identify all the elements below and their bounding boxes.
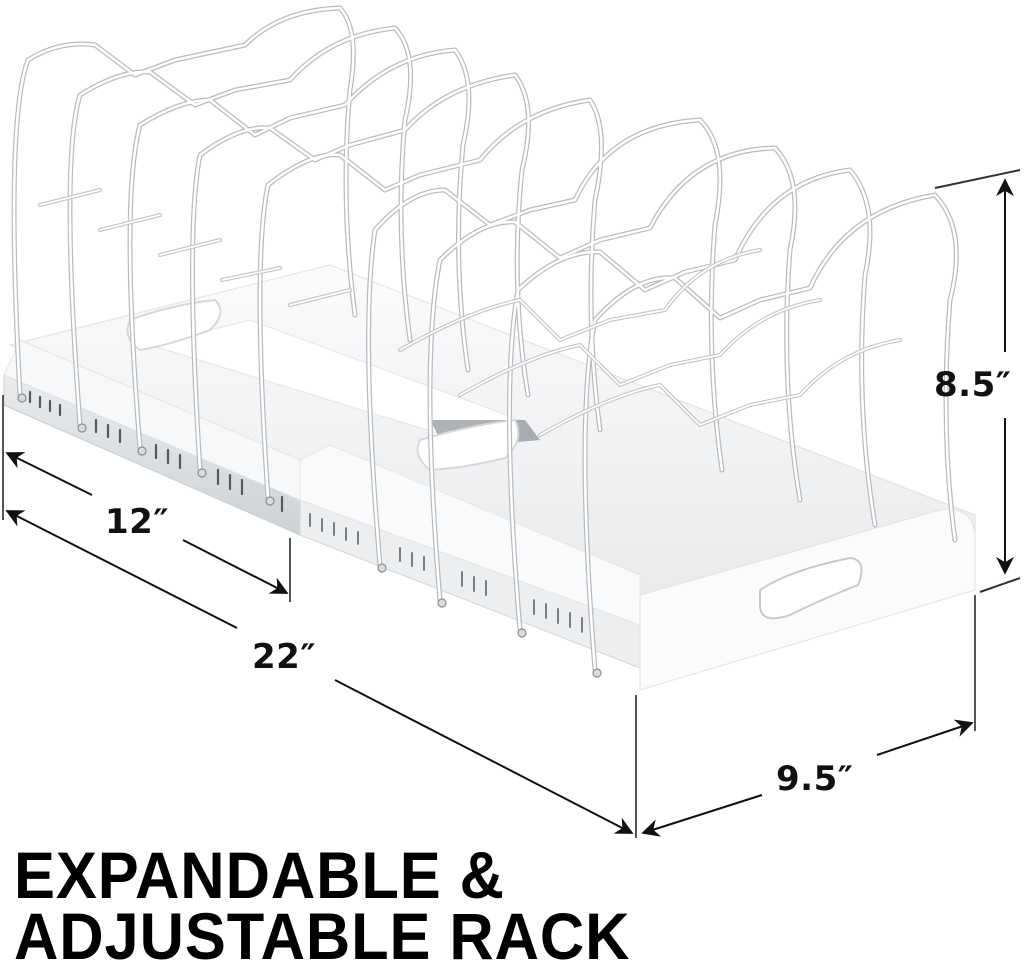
rack-base — [3, 264, 976, 691]
dimension-label-height: 8.5″ — [934, 365, 1012, 405]
adjustment-slots-left — [28, 390, 284, 513]
headline-line-1: EXPANDABLE & — [14, 838, 505, 912]
dim-line-9-5-left — [641, 794, 763, 837]
dimension-label-expanded-length: 22″ — [252, 637, 317, 677]
dimension-label-width: 9.5″ — [776, 759, 854, 799]
dim-line-9-5-right — [876, 719, 974, 756]
wire-dividers — [11, 5, 959, 678]
dim-line-12-left — [5, 452, 93, 496]
dim-line-22-right — [334, 679, 634, 834]
dimension-lines — [2, 169, 1021, 838]
handle-cutout — [759, 556, 863, 620]
dimension-label-collapsed-length: 12″ — [105, 502, 170, 542]
dim-line-12-right — [182, 539, 289, 594]
headline-line-2: ADJUSTABLE RACK — [14, 899, 631, 973]
dim-line-22-left — [5, 510, 238, 629]
adjustment-slots-right — [309, 513, 583, 633]
